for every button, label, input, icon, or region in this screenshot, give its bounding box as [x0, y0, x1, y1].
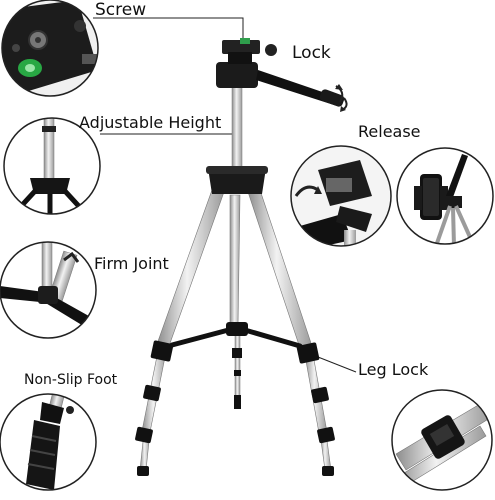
tripod-leg-right — [247, 189, 335, 476]
leg-spreader — [169, 325, 303, 349]
pan-handle — [256, 70, 340, 106]
label-release: Release — [358, 122, 421, 141]
label-lock: Lock — [292, 43, 331, 63]
detail-release-phone-circle — [396, 147, 494, 245]
label-non-slip-foot: Non-Slip Foot — [24, 372, 118, 388]
tripod-leg-left — [135, 189, 225, 476]
callout-lines — [93, 17, 357, 373]
detail-firm-joint-circle — [0, 241, 97, 339]
label-leg-lock: Leg Lock — [358, 360, 429, 379]
detail-leg-lock-circle — [391, 389, 493, 491]
callout-line-leglock — [317, 356, 357, 373]
center-column-lower — [234, 329, 241, 401]
detail-release-head-circle — [290, 145, 392, 247]
callout-line-screw — [93, 17, 244, 40]
tripod-leg-middle — [229, 194, 241, 327]
label-screw: Screw — [95, 0, 147, 20]
detail-screw-circle — [1, 0, 99, 97]
tripod-top-casting — [208, 168, 266, 194]
tripod — [135, 38, 348, 476]
center-column — [231, 84, 243, 181]
detail-non-slip-foot-circle — [0, 393, 97, 491]
label-firm-joint: Firm Joint — [94, 254, 169, 273]
label-adjustable-height: Adjustable Height — [79, 113, 222, 132]
detail-adjustable-height-circle — [3, 117, 101, 215]
pan-head — [216, 38, 348, 112]
